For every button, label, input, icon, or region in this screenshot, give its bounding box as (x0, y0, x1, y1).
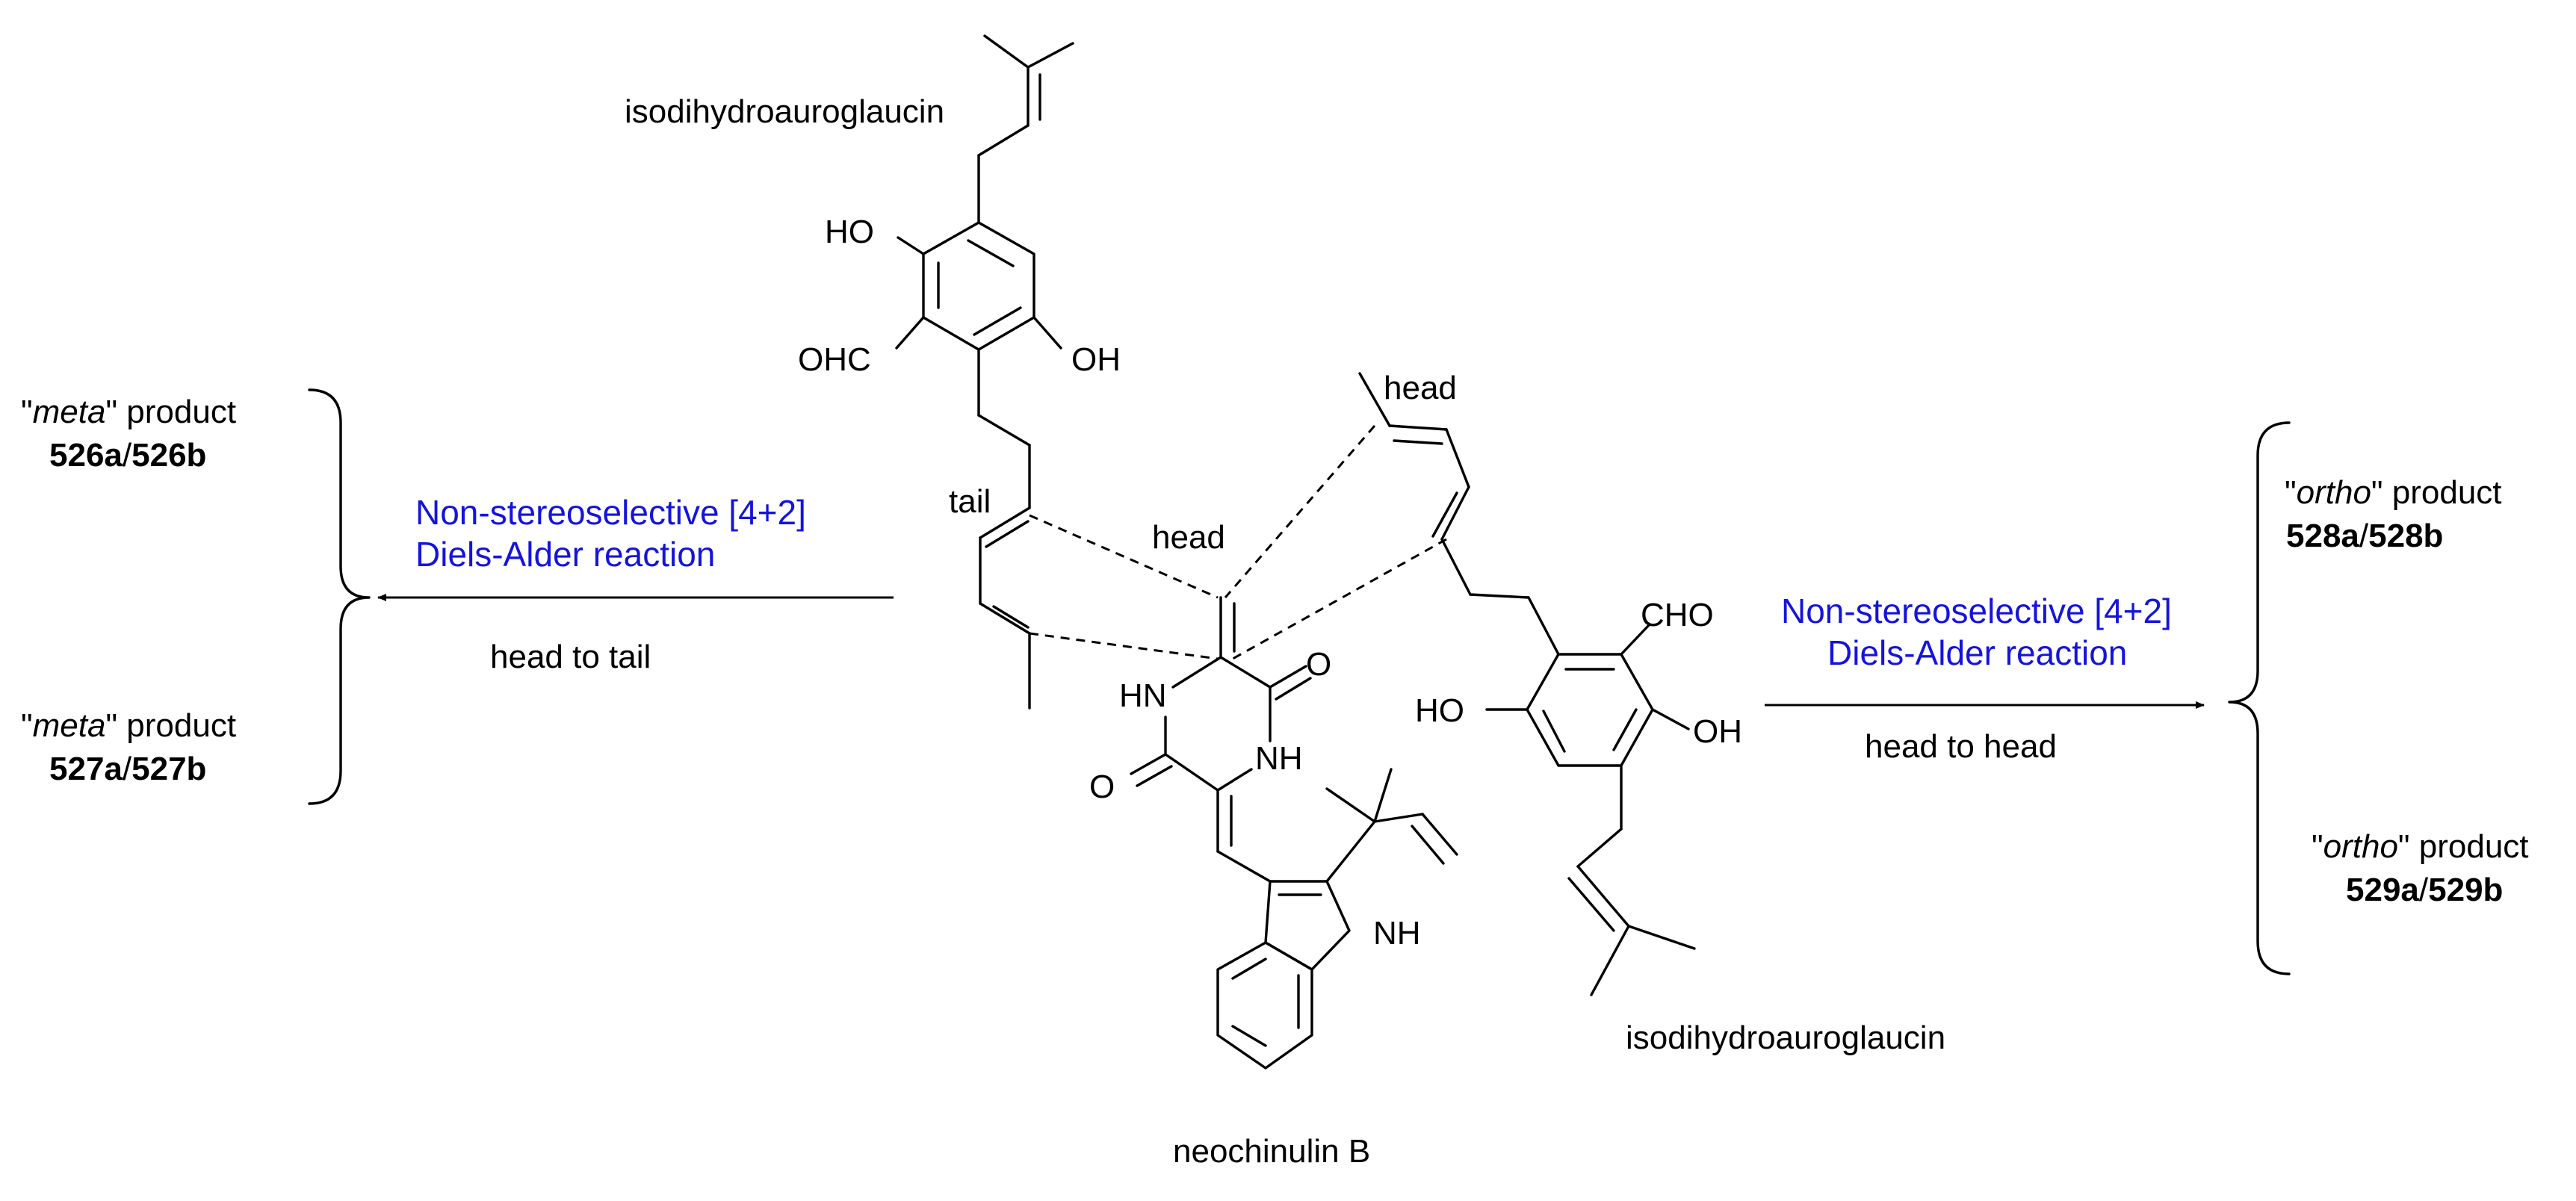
atom-o-right: O (1306, 646, 1331, 683)
atom-nh-ring: NH (1255, 740, 1303, 777)
right-reaction-line1: Non-stereoselective [4+2] (1781, 592, 2172, 630)
top-isodihydroauroglaucin-structure (895, 34, 1074, 710)
center-compound-label: neochinulin B (1173, 1133, 1370, 1170)
atom-oh-top: OH (1071, 341, 1121, 378)
bond-forming-dashed-lines (1029, 425, 1447, 660)
top-compound-label: isodihydroauroglaucin (625, 93, 944, 130)
right-isodihydroauroglaucin-structure (1358, 372, 1696, 996)
atom-ho-right: HO (1415, 692, 1464, 729)
atom-oh-right: OH (1693, 713, 1742, 750)
product-529-type: "ortho" product (2312, 828, 2529, 865)
product-527-ids: 527a/527b (49, 751, 206, 787)
product-526-type: "meta" product (21, 394, 236, 430)
product-528-ids: 528a/528b (2286, 518, 2443, 554)
right-brace (2228, 421, 2291, 975)
right-reaction-line2: Diels-Alder reaction (1827, 633, 2127, 672)
right-compound-label: isodihydroauroglaucin (1626, 1020, 1945, 1056)
product-529-ids: 529a/529b (2346, 872, 2503, 908)
left-brace (308, 388, 371, 805)
atom-nh-indole: NH (1373, 915, 1421, 952)
atom-hn: HN (1119, 677, 1167, 714)
left-reaction-line1: Non-stereoselective [4+2] (415, 493, 806, 532)
left-reaction-line2: Diels-Alder reaction (415, 535, 715, 574)
atom-ohc: OHC (798, 341, 871, 378)
neochinulin-b-structure (1130, 596, 1458, 1070)
product-526-ids: 526a/526b (49, 437, 206, 474)
product-527-type: "meta" product (21, 707, 236, 744)
atom-o-left: O (1089, 769, 1115, 805)
head-left-label: head (1152, 519, 1225, 556)
atom-cho: CHO (1641, 597, 1714, 633)
left-reaction-condition: head to tail (490, 639, 651, 675)
right-reaction-condition: head to head (1865, 728, 2057, 765)
head-top-label: head (1384, 370, 1457, 406)
tail-label: tail (949, 483, 991, 520)
atom-ho-top: HO (825, 214, 874, 250)
product-528-type: "ortho" product (2285, 474, 2502, 511)
